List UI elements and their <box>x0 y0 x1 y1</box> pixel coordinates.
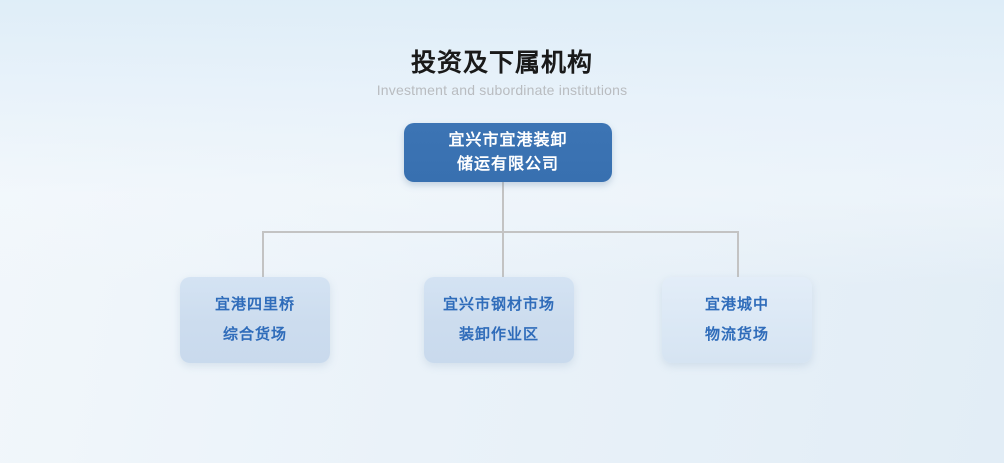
org-node-child-1-line2: 综合货场 <box>222 326 287 343</box>
connector-horizontal-bus <box>262 231 739 233</box>
org-node-child-3[interactable]: 宜港城中 物流货场 <box>662 277 812 363</box>
org-node-child-3-line1: 宜港城中 <box>704 296 769 313</box>
org-node-child-2-line2: 装卸作业区 <box>458 326 539 343</box>
connector-drop-center <box>502 231 504 278</box>
connector-drop-right <box>737 231 739 278</box>
connector-drop-left <box>262 231 264 278</box>
org-node-root-line2: 储运有限公司 <box>456 155 559 173</box>
org-node-child-2[interactable]: 宜兴市钢材市场 装卸作业区 <box>424 277 574 363</box>
org-node-child-1-line1: 宜港四里桥 <box>214 296 295 313</box>
org-node-root[interactable]: 宜兴市宜港装卸 储运有限公司 <box>404 123 612 182</box>
org-node-root-line1: 宜兴市宜港装卸 <box>448 131 568 149</box>
org-node-child-3-line2: 物流货场 <box>704 326 769 343</box>
org-node-child-2-line1: 宜兴市钢材市场 <box>442 296 555 313</box>
page-title: 投资及下属机构 <box>410 49 593 77</box>
org-node-child-1[interactable]: 宜港四里桥 综合货场 <box>180 277 330 363</box>
connector-root-vertical <box>502 182 504 233</box>
page-subtitle: Investment and subordinate institutions <box>376 82 628 98</box>
